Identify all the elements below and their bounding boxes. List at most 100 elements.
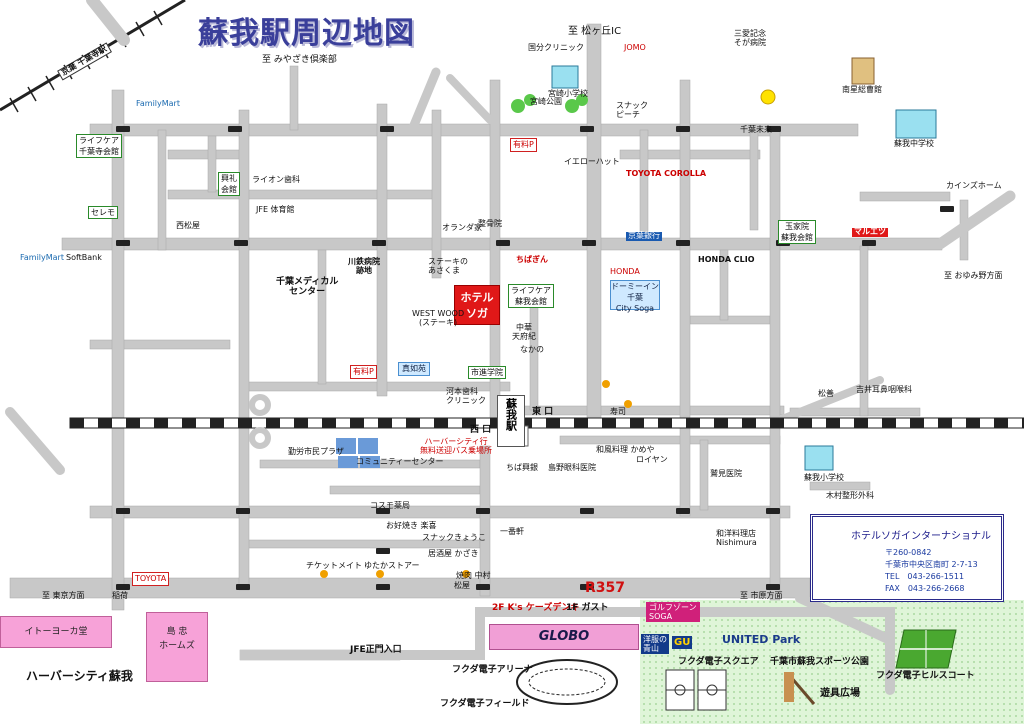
west-wood: WEST WOOD (ステーキ) xyxy=(412,309,465,327)
nishimura: 和洋料理店 Nishimura xyxy=(716,529,757,547)
golf-zone: ゴルフゾーン SOGA xyxy=(646,602,700,622)
west-exit: 西 口 xyxy=(470,425,492,435)
community-center: コミュニティーセンター xyxy=(356,457,444,466)
tree-icons xyxy=(511,94,588,113)
keiyo-bank: 京葉銀行 xyxy=(626,231,662,241)
inari-label: 稲荷 xyxy=(112,591,128,600)
sushi: 寿司 xyxy=(610,407,626,416)
direction-oyumino: 至 おゆみ野方面 xyxy=(944,271,1003,280)
selemo: セレモ xyxy=(88,206,118,219)
railway-jr xyxy=(69,417,1024,429)
hillscourt: フクダ電子ヒルスコート xyxy=(876,671,975,681)
lifecare-chibadera: ライフケア 千葉寺会館 xyxy=(76,134,122,158)
honda-clio: HONDA CLIO xyxy=(698,255,755,264)
soccer-field-icon xyxy=(665,669,727,711)
station-name: 蘇我駅 xyxy=(504,398,518,431)
road-network xyxy=(9,23,969,661)
tenfuki: 中華 天府紀 xyxy=(512,323,536,341)
asakuma: ステーキの あさくま xyxy=(428,257,468,275)
united-park: UNITED Park xyxy=(722,633,801,646)
direction-tokyo: 至 東京方面 xyxy=(42,591,85,600)
soga-junior-high: 蘇我中学校 xyxy=(894,139,934,148)
fukuda-arena: フクダ電子アリーナ xyxy=(452,665,533,675)
panel-address: 千葉市中央区南町 2-7-13 xyxy=(885,560,978,569)
kawatetsu-site: 川鉄病院 跡地 xyxy=(348,257,380,275)
okonomiyaki-raku: お好焼き 楽喜 xyxy=(386,521,437,530)
cosmo-pharmacy: コスモ薬局 xyxy=(370,501,410,510)
yoshii-ent: 吉井耳鼻咽喉科 xyxy=(856,385,912,394)
sun-marker xyxy=(760,89,776,105)
gust: 1F ガスト xyxy=(566,603,609,613)
ks-denki: 2F K's ケーズデンキ xyxy=(492,603,580,613)
soga-elementary: 蘇我小学校 xyxy=(804,473,844,482)
playground-icon xyxy=(784,672,816,705)
shinnyoen: 真如苑 xyxy=(398,362,430,376)
playground: 遊具広場 xyxy=(820,688,860,699)
toyota-dealer: TOYOTA xyxy=(132,572,170,586)
fukuda-square: フクダ電子スクエア xyxy=(678,657,759,667)
soga-station: 蘇我駅 xyxy=(497,395,525,447)
snack-kyoko: スナックきょうこ xyxy=(422,533,486,542)
shimano-eye: 島野眼科医院 xyxy=(548,463,596,472)
roijan: ロイヤン xyxy=(636,455,668,464)
lifecare-soga: ライフケア 蘇我会館 xyxy=(508,284,554,308)
matsuzen: 松善 xyxy=(818,389,834,398)
matsuya: 松屋 xyxy=(454,581,470,590)
minami-building: 南星総曹館 xyxy=(842,85,882,94)
ito-yokado: イトーヨーカ堂 xyxy=(0,616,112,648)
hotel-info-panel: ホテルソガインターナショナル 〒260-0842 千葉市中央区南町 2-7-13… xyxy=(810,514,1004,602)
tennis-court-icon xyxy=(895,629,957,669)
harbor-city-soga: ハーバーシティ蘇我 xyxy=(26,669,133,683)
aoyama: 洋服の 青山 xyxy=(641,634,669,654)
nakano: なかの xyxy=(520,345,544,354)
kanmin-plaza: 勤労市民プラザ xyxy=(288,447,344,456)
hotel-soga-marker[interactable]: ホテルソガ xyxy=(454,285,500,325)
globo-building: GLOBO xyxy=(489,624,639,650)
familymart-top: FamilyMart xyxy=(136,99,180,108)
izakaya-kazaki: 居酒屋 かざき xyxy=(428,549,479,558)
panel-zip: 〒260-0842 xyxy=(885,548,932,557)
sanryo-hospital: 三愛記念 そが病院 xyxy=(734,29,766,47)
chiba-medical-center: 千葉メディカル センター xyxy=(276,277,339,297)
washimi-clinic: 鷲見医院 xyxy=(710,469,742,478)
yellow-hat: イエローハット xyxy=(564,157,620,166)
miyazaki-elementary: 宮崎小学校 xyxy=(548,89,588,98)
panel-fax: FAX 043-266-2668 xyxy=(885,584,965,593)
chiba-kogyo: ちば興銀 xyxy=(506,463,538,472)
east-exit: 東 口 xyxy=(532,407,554,417)
soga-sports-park: 千葉市蘇我スポーツ公園 xyxy=(770,657,869,667)
direction-ichihara: 至 市原方面 xyxy=(740,591,783,600)
direction-miyazaki-club: 至 みやざき倶楽部 xyxy=(262,55,337,65)
hotel-line2: ソガ xyxy=(466,307,488,320)
toyota-corolla: TOYOTA COROLLA xyxy=(626,169,707,178)
honda: HONDA xyxy=(610,267,640,276)
chiba-mirai: 千葉未来 xyxy=(740,125,772,134)
jfe-gate: JFE正門入口 xyxy=(350,645,402,655)
kainz-home: カインズホーム xyxy=(946,181,1002,190)
traffic-signals xyxy=(116,126,954,590)
familymart-left: FamilyMart xyxy=(20,253,64,262)
parking-1: 有料P xyxy=(510,138,537,152)
yutaka-store: ゆたかストアー xyxy=(364,561,420,570)
fukuda-field: フクダ電子フィールド xyxy=(440,699,530,709)
seikotsuin: 整骨院 xyxy=(478,219,502,228)
harbor-shuttle: ハーバーシティ行 無料送迎バス乗場所 xyxy=(420,437,492,455)
kameya: 和風料理 かめや xyxy=(596,445,655,454)
shimachu-homes: 島 忠 ホームズ xyxy=(146,612,208,682)
hotel-line1: ホテル xyxy=(460,291,494,304)
route-357: R357 xyxy=(585,580,626,596)
miyazaki-park: 宮崎公園 xyxy=(530,97,562,106)
snack-peach: スナック ピーチ xyxy=(616,101,648,119)
ichishin-gakuin: 市進学院 xyxy=(468,366,506,379)
kimura-ortho: 木村整形外科 xyxy=(826,491,874,500)
lion-dental: ライオン歯科 xyxy=(252,175,300,184)
kanei-hall: 興礼 会館 xyxy=(218,172,240,196)
kawamoto-dental: 河本歯科 クリニック xyxy=(446,387,486,405)
oranda-ya: オランダ家 xyxy=(442,223,482,232)
ichibanken: 一番軒 xyxy=(500,527,524,536)
chibagin: ちばぎん xyxy=(516,255,548,264)
parking-2: 有料P xyxy=(350,365,377,379)
school-icons xyxy=(551,57,937,471)
kokubun-clinic: 国分クリニック xyxy=(528,43,584,52)
